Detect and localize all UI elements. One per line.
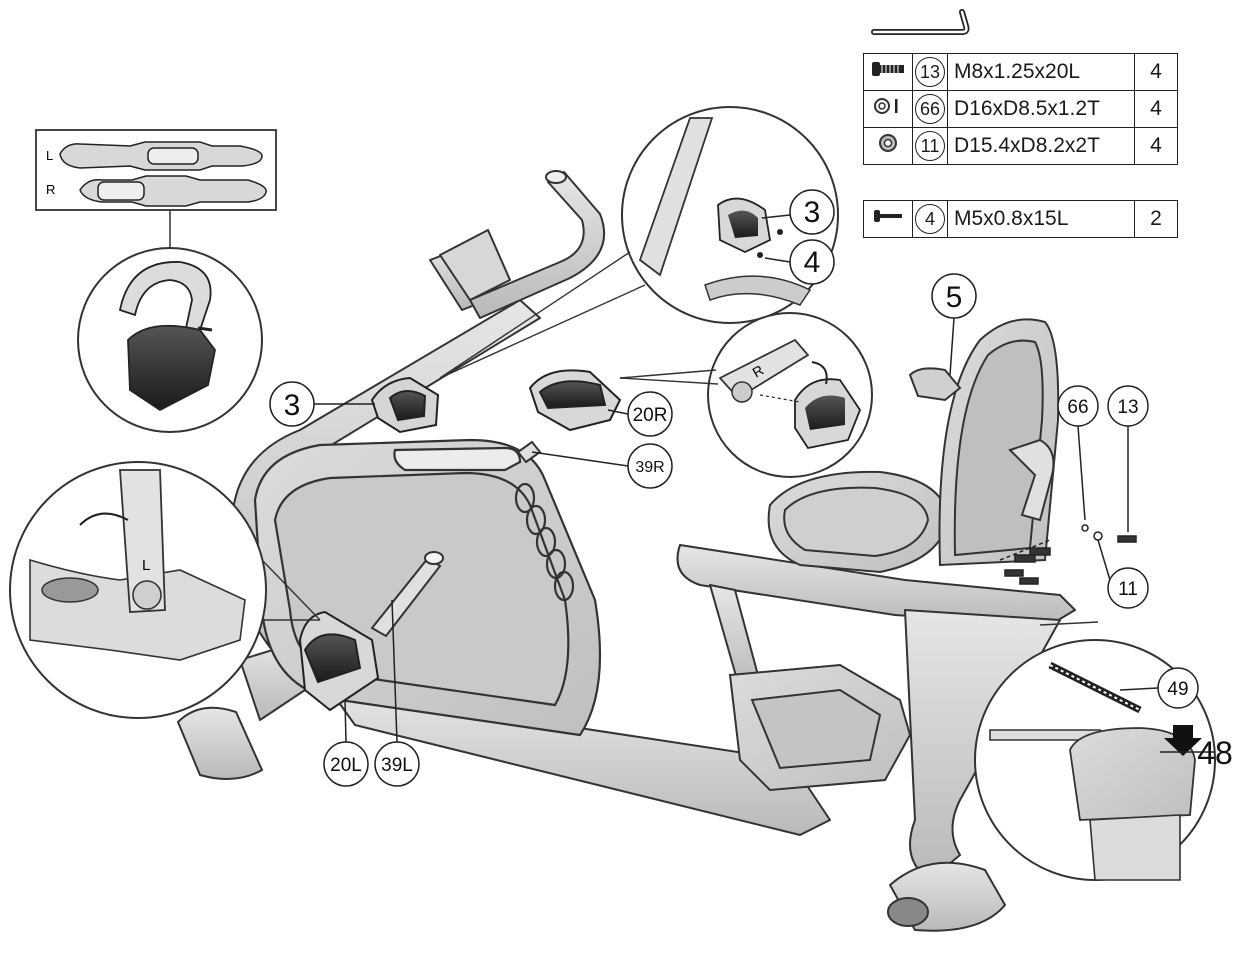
callout-39r: 39R [635,459,664,476]
part-spec: M8x1.25x20L [947,53,1135,91]
right-pedal [528,369,622,432]
flat-washer-icon [863,127,913,165]
detail-right-crank: R [619,312,873,478]
part-spec: D16xD8.5x1.2T [947,90,1135,128]
part-qty: 2 [1134,200,1178,238]
hardware-table-bolts: 13 M8x1.25x20L 4 66 D16xD8.5x1.2T 4 11 D… [863,53,1178,165]
part-qty: 4 [1134,90,1178,128]
detail-end-cap [974,621,1216,881]
seat-assembly [767,318,1060,574]
left-crank-axle [370,551,444,638]
table-row: 66 D16xD8.5x1.2T 4 [863,90,1178,128]
strap-right-letter: R [46,182,55,197]
callout-49: 49 [1167,679,1188,700]
callout-5-seat: 5 [946,281,963,314]
callout-3-bracket: 3 [804,196,821,229]
part-number: 4 [915,204,945,234]
part-number: 11 [915,131,945,161]
part-spec: D15.4xD8.2x2T [947,127,1135,165]
strap-inset-box: L R [35,129,277,250]
detail-strap-to-pedal [77,247,263,433]
callout-11: 11 [1118,579,1138,600]
bolt-icon [863,53,913,91]
part-spec: M5x0.8x15L [947,200,1135,238]
table-row: 4 M5x0.8x15L 2 [863,200,1178,238]
left-crank-letter: L [142,557,150,574]
callout-39l: 39L [381,755,413,776]
hardware-table-screws: 4 M5x0.8x15L 2 [863,200,1178,238]
detail-bracket [439,106,839,379]
table-row: 11 D15.4xD8.2x2T 4 [863,127,1178,165]
allen-key-icon [871,9,970,35]
callout-48: 48 [1197,735,1233,771]
callout-13: 13 [1117,397,1138,418]
callout-66: 66 [1067,397,1088,418]
seat-bolts [999,524,1137,585]
part-qty: 4 [1134,127,1178,165]
callout-4-screw: 4 [804,246,821,279]
part-qty: 4 [1134,53,1178,91]
right-pedal-axle [516,440,542,464]
part-number: 13 [915,57,945,87]
footplate [728,663,912,792]
curved-washer-icon [863,90,913,128]
screw-icon [863,200,913,238]
detail-left-crank: L [9,461,321,719]
part-number: 66 [915,94,945,124]
strap-left-letter: L [46,148,53,163]
left-pedal [298,610,380,712]
callout-20l: 20L [330,755,362,776]
pedal-strap-part [370,376,440,434]
table-row: 13 M8x1.25x20L 4 [863,53,1178,91]
callout-20r: 20R [633,405,668,426]
callout-3-pedal: 3 [284,389,301,422]
